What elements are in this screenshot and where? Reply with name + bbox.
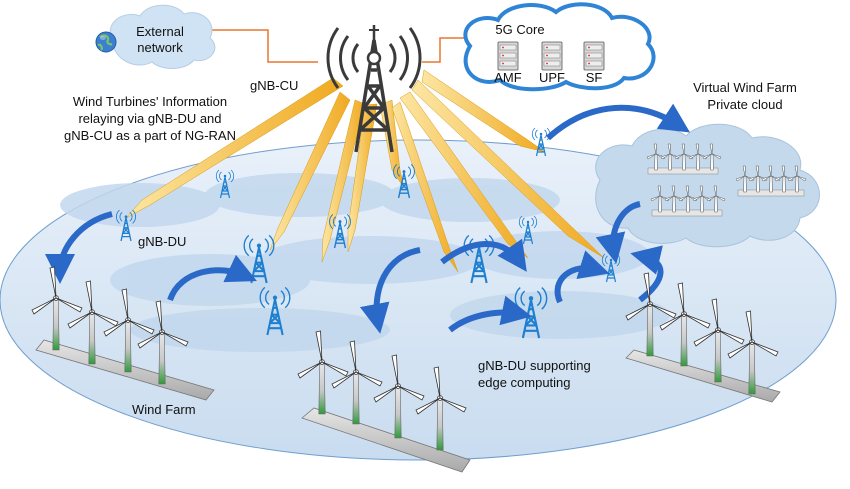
gnb-du-label: gNB-DU — [138, 234, 186, 249]
upf-server-icon — [541, 41, 563, 71]
wind-farm-center — [297, 330, 471, 473]
core-title: 5G Core — [495, 22, 544, 37]
relay-note-line1: Wind Turbines' Information — [73, 94, 227, 109]
amf-server-icon — [497, 41, 519, 71]
virtual-wind-farm-cloud: Virtual Wind Farm Private cloud — [595, 80, 820, 248]
data-flow-arrows — [45, 103, 691, 334]
virtual-turbine-row-3 — [650, 185, 726, 217]
5g-core-cloud: 5G Core AMF UPF SF — [463, 2, 656, 92]
sf-label: SF — [586, 70, 603, 85]
virtual-farm-label-line1: Virtual Wind Farm — [693, 80, 797, 95]
amf-label: AMF — [494, 70, 522, 85]
virtual-farm-label-line2: Private cloud — [707, 97, 782, 112]
relay-note-line3: gNB-CU as a part of NG-RAN — [64, 128, 236, 143]
edge-label-line2: edge computing — [478, 375, 571, 390]
relay-note-line2: relaying via gNB-DU and — [78, 111, 221, 126]
external-network-cloud: External network — [95, 4, 216, 69]
wind-farm-left — [31, 266, 215, 401]
core-link-line — [422, 37, 468, 63]
relay-note: Wind Turbines' Information relaying via … — [64, 94, 236, 143]
edge-label-line1: gNB-DU supporting — [478, 358, 591, 373]
sf-server-icon — [583, 41, 605, 71]
virtual-turbine-row-2 — [735, 165, 807, 197]
external-link-line — [210, 29, 318, 63]
wind-farm-right — [625, 272, 781, 403]
gnb-cu-tower — [326, 25, 422, 153]
wind-farm-label: Wind Farm — [132, 402, 196, 417]
external-network-label-line1: External — [136, 24, 184, 39]
upf-label: UPF — [539, 70, 565, 85]
gnb-cu-label: gNB-CU — [250, 78, 298, 93]
virtual-turbine-row-1 — [646, 143, 722, 175]
globe-icon — [95, 31, 117, 53]
external-network-label-line2: network — [137, 40, 183, 55]
